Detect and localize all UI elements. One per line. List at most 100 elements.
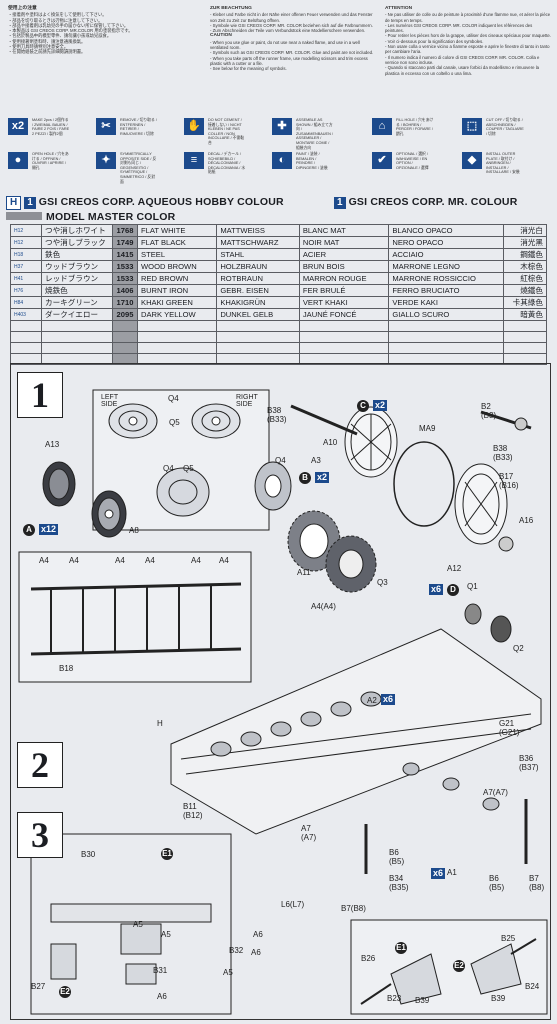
callout-e1: E1 (161, 848, 173, 860)
color-cell-code: H12 (10, 224, 42, 237)
color-cell-de: DUNKEL GELB (216, 308, 300, 321)
notes-fr-title: ATTENTION (385, 6, 413, 11)
color-cell-num: 2095 (112, 308, 138, 321)
color-row-empty (10, 320, 547, 332)
notes-cn-line: ・包括於製品中的模型零件、請勿讓小孩或幼兒誤食。 (8, 33, 112, 39)
color-cell-empty (41, 320, 113, 332)
color-cell-cn: 鋼鐵色 (503, 248, 547, 261)
label-b11: B11 (B12) (183, 802, 203, 820)
color-cell-code: H403 (10, 308, 42, 321)
notes-fr-line: - Pour retirer les pièces hors de la gra… (385, 33, 551, 39)
callout-a: A (23, 524, 35, 536)
symbol-symmetric: ✦SYMMETRICALLY OPPOSITE SIDE / 反対側も同じ / … (96, 152, 158, 202)
label-a6b: A6 (251, 948, 261, 957)
label-a6c: A6 (157, 992, 167, 1001)
symbol-text: PAINT / 塗装 / BEMALEN / PEINDRE / DIPINGE… (296, 152, 328, 170)
label-a7a7: A7(A7) (483, 788, 508, 797)
notes-it-line: - Quando si staccano parti dal canale, u… (385, 65, 540, 76)
label-a4-1: A4 (39, 556, 49, 565)
color-cell-de: ROTBRAUN (216, 272, 300, 285)
color-cell-fr: MARRON ROUGE (298, 272, 390, 285)
notes-it-line: - Non usare colla o vernice vicino a fia… (385, 44, 550, 55)
notes-de-title: ZUR BEACHTUNG (210, 6, 252, 11)
color-cell-en: WOOD BROWN (136, 260, 218, 273)
symbol-text: INSTALL OUTER PLATE / 取付け / ANBRINGEN / … (486, 152, 520, 175)
label-q4: Q4 (168, 394, 179, 403)
symbol-remove: ✂REMOVE / 切り取る / ENTFERNEN / RETIRER / R… (96, 118, 158, 168)
notes-fr-line: - Les numéros GSI CREOS CORP. MR. COLOR … (385, 22, 533, 34)
color-cell-fr: VERT KHAKI (298, 296, 390, 309)
master-title: MODEL MASTER COLOR (46, 211, 176, 223)
symbol-text: CUT OFF / 切り取る / ABSCHNEIDEN / COUPER / … (486, 118, 524, 136)
color-cell-empty (112, 342, 138, 354)
color-cell-cn: 消光黑 (503, 236, 547, 249)
color-cell-jp: つや消しホワイト (41, 224, 113, 237)
color-cell-empty (10, 320, 42, 332)
color-cell-cn: 卡其綠色 (503, 296, 547, 309)
label-ma9: MA9 (419, 424, 436, 433)
color-cell-num: 1406 (112, 284, 138, 297)
label-a4-2: A4 (69, 556, 79, 565)
color-cell-code: H41 (10, 272, 42, 285)
label-b25: B25 (501, 934, 516, 943)
color-cell-cn: 木棕色 (503, 260, 547, 273)
label-a16: A16 (519, 516, 534, 525)
label-a6a: A6 (253, 930, 263, 939)
color-cell-jp: つや消しブラック (41, 236, 113, 249)
multiplier-x6-b: x6 (381, 694, 396, 705)
label-b6b5: B6 (B5) (389, 848, 405, 866)
label-b30: B30 (81, 850, 96, 859)
color-cell-it: MARRONE LEGNO (388, 260, 504, 273)
label-a12: A12 (447, 564, 462, 573)
symbol-text: DECAL / デカール / SCHIEBEBILD / DÉCALCOMANI… (208, 152, 246, 175)
color-cell-empty (216, 331, 300, 343)
color-cell-en: FLAT BLACK (136, 236, 218, 249)
symbol-no-cement: ✋DO NOT CEMENT / 接着しない / NICHT KLEBEN / … (184, 118, 246, 168)
color-cell-empty (112, 331, 138, 343)
symbol-text: MAKE 2pcs / 2個作る / ZWEIMAL BAUEN / FAIRE… (32, 118, 70, 136)
color-cell-jp: ウッドブラウン (41, 260, 113, 273)
color-cell-jp: 焼鉄色 (41, 284, 113, 297)
symbol-decal: ≡DECAL / デカール / SCHIEBEBILD / DÉCALCOMAN… (184, 152, 246, 202)
color-cell-empty (388, 342, 504, 354)
color-cell-empty (388, 331, 504, 343)
notes-en-line: - When you take parts off the runner fra… (210, 55, 368, 66)
notes-jp: 使用上の注意 ・接着剤や塗料はよく換気をして使用して下さい。 ・部品を切り取ると… (8, 6, 198, 55)
aqueous-title: GSI CREOS CORP. AQUEOUS HOBBY COLOUR (38, 196, 284, 208)
label-a5c: A5 (223, 968, 233, 977)
color-cell-en: KHAKI GREEN (136, 296, 218, 309)
label-a5b: A5 (161, 930, 171, 939)
notes-en-line: - See below for the meaning of symbols. (210, 66, 287, 72)
x2-icon: x2 (8, 118, 28, 135)
color-cell-empty (503, 320, 547, 332)
symbol-text: ASSEMBLE AS SHOWN / 組み立て方向 / ZUSAMMENBAU… (296, 118, 333, 150)
color-cell-cn: 紅棕色 (503, 272, 547, 285)
color-cell-cn: 消光白 (503, 224, 547, 237)
symbol-text: FILL HOLE / 穴をあける / BOHREN / PERCER / FO… (396, 118, 434, 136)
color-cell-fr: JAUNÉ FONCÉ (298, 308, 390, 321)
symbol-text: SYMMETRICALLY OPPOSITE SIDE / 反対側も同じ / G… (120, 152, 157, 184)
label-a11: A11 (297, 568, 311, 577)
callout-e1b: E1 (395, 942, 407, 954)
master-header: MODEL MASTER COLOR (6, 207, 175, 225)
label-a4a4: A4(A4) (311, 602, 336, 611)
notes-de-line: - Symbole wie GSI CREOS CORP. MR. COLOR … (210, 22, 373, 28)
label-q1: Q1 (467, 582, 478, 591)
label-b39b: B39 (491, 994, 506, 1003)
color-cell-fr: ACIER (298, 248, 390, 261)
color-cell-de: HOLZBRAUN (216, 260, 300, 273)
label-right-side: RIGHT SIDE (236, 394, 258, 408)
symbol-paint: ◐PAINT / 塗装 / BEMALEN / PEINDRE / DIPING… (272, 152, 334, 202)
color-cell-empty (136, 320, 218, 332)
label-b39: B39 (415, 996, 430, 1005)
color-cell-en: DARK YELLOW (136, 308, 218, 321)
